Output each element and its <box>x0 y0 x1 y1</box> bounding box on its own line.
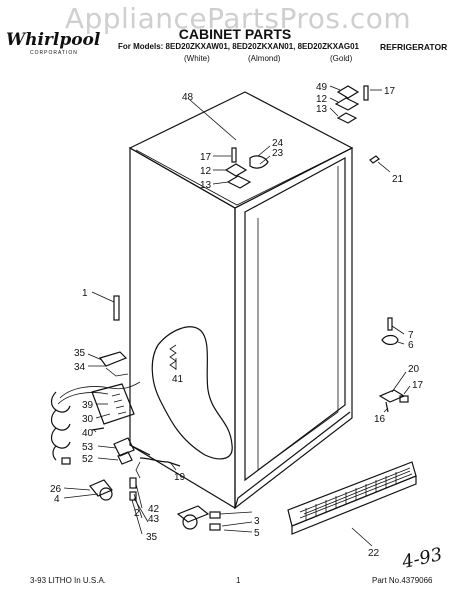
drain-tube <box>129 457 181 501</box>
callout-19: 19 <box>174 472 186 483</box>
callout-52: 52 <box>82 454 94 465</box>
callout-30: 30 <box>82 414 94 425</box>
callout-17: 17 <box>200 152 212 163</box>
callout-39: 39 <box>82 400 94 411</box>
callout-17-lower: 17 <box>412 380 424 391</box>
callout-24: 24 <box>272 138 284 149</box>
footer-page: 1 <box>236 576 241 585</box>
latch-block <box>113 437 135 465</box>
callout-22: 22 <box>368 548 380 559</box>
callout-26: 26 <box>50 484 62 495</box>
leader-lines <box>63 85 411 547</box>
callout-13-right: 13 <box>316 104 328 115</box>
callout-16: 16 <box>374 414 386 425</box>
color-white: (White) <box>184 54 210 63</box>
footer-part-no: Part No.4379066 <box>372 576 433 585</box>
lower-hinge-right <box>381 317 399 346</box>
callout-6: 6 <box>408 340 414 351</box>
callout-21: 21 <box>392 174 404 185</box>
callout-12: 12 <box>200 166 212 177</box>
callout-40: 40 <box>82 428 94 439</box>
callout-2: 2 <box>134 508 140 519</box>
bracket-34 <box>99 351 128 367</box>
base-grille <box>287 461 417 535</box>
pin-part <box>113 295 120 321</box>
callout-12-right: 12 <box>316 94 328 105</box>
top-hinge-right <box>334 85 369 124</box>
callout-5: 5 <box>254 528 260 539</box>
callout-43: 43 <box>148 514 160 525</box>
callout-23: 23 <box>272 148 284 159</box>
brand-logo: Whirlpool <box>6 30 101 50</box>
callout-13: 13 <box>200 180 212 191</box>
callout-35-lower: 35 <box>146 532 158 543</box>
wiring-harness <box>50 381 141 465</box>
side-cutout <box>151 326 233 460</box>
category-label: REFRIGERATOR <box>380 42 448 52</box>
roller-right <box>176 505 221 531</box>
callout-4: 4 <box>54 494 60 505</box>
callout-53: 53 <box>82 442 94 453</box>
brand-sub: CORPORATION <box>30 50 78 56</box>
callout-42: 42 <box>148 504 160 515</box>
cabinet-shell <box>128 91 354 510</box>
callout-49: 49 <box>316 82 328 93</box>
footer-litho: 3-93 LITHO In U.S.A. <box>30 576 107 585</box>
page-title: CABINET PARTS <box>178 26 292 42</box>
watermark-text: AppliancePartsPros.com <box>64 2 412 35</box>
leveler-right <box>378 389 409 413</box>
callout-7: 7 <box>408 330 414 341</box>
control-block <box>91 383 135 425</box>
callout-17-right: 17 <box>384 86 396 97</box>
callout-3: 3 <box>254 516 260 527</box>
top-hinge-left <box>224 147 269 189</box>
roller-left <box>89 479 113 501</box>
callout-20: 20 <box>408 364 420 375</box>
callout-41: 41 <box>172 374 184 385</box>
color-almond: (Almond) <box>248 54 281 63</box>
callout-numbers: 48 17 24 23 12 13 49 17 12 13 21 1 7 6 2… <box>50 82 424 559</box>
callout-1: 1 <box>82 288 88 299</box>
callout-34: 34 <box>74 362 86 373</box>
callout-48: 48 <box>182 92 194 103</box>
color-gold: (Gold) <box>330 54 353 63</box>
models-label: For Models: 8ED20ZKXAW01, 8ED20ZKXAN01, … <box>118 42 359 51</box>
callout-35: 35 <box>74 348 86 359</box>
